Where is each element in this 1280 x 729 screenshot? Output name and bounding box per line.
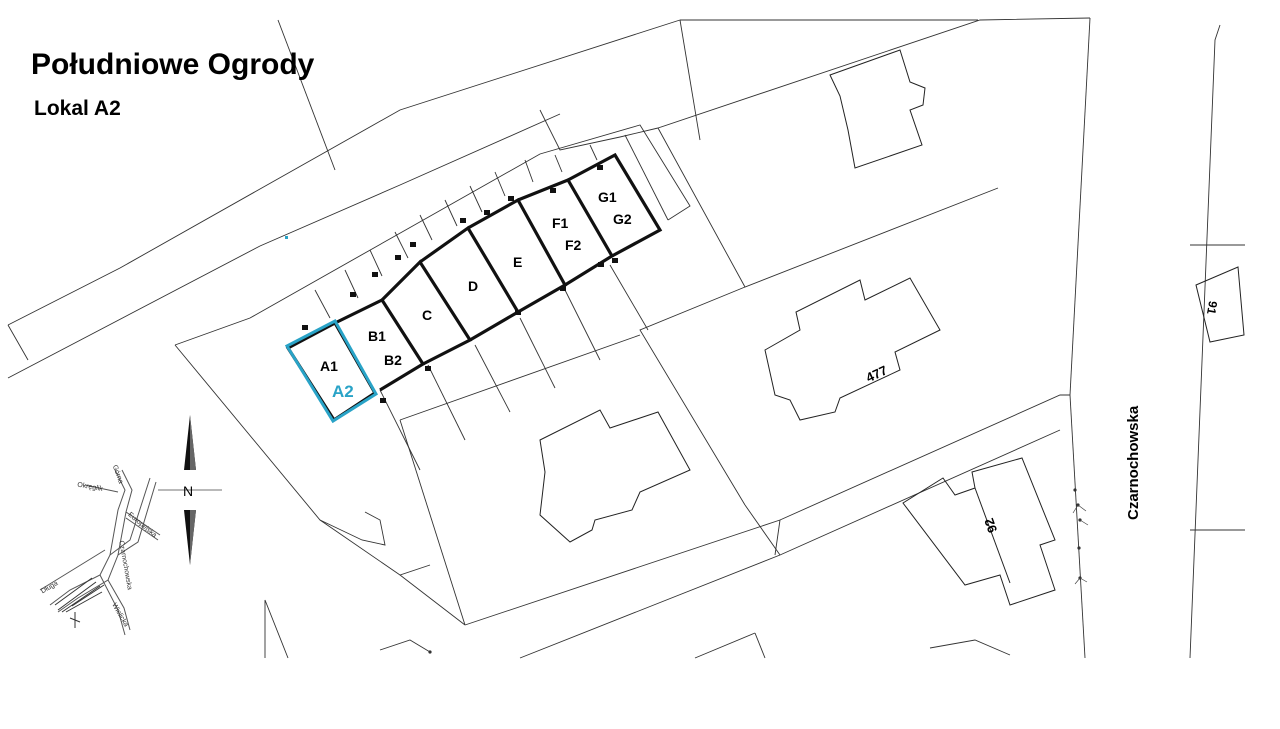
unit-label-e[interactable]: E: [513, 254, 522, 270]
unit-label-f1[interactable]: F1: [552, 215, 569, 231]
unit-label-f2[interactable]: F2: [565, 237, 582, 253]
building-91: [1195, 266, 1245, 343]
page-subtitle: Lokal A2: [34, 97, 121, 120]
unit-label-c[interactable]: C: [422, 307, 432, 323]
unit-label-a2[interactable]: A2: [332, 382, 354, 401]
fence-branches: [1072, 504, 1089, 585]
unit-labels: A1 A2 B1 B2 C D E F1 F2 G1 G2: [320, 189, 632, 401]
locator-hatch: [54, 577, 105, 613]
blue-marker: [285, 236, 288, 239]
street-label-czarnochowska: Czarnochowska: [117, 540, 133, 590]
unit-label-a1[interactable]: A1: [320, 358, 338, 374]
unit-a2-highlight[interactable]: [284, 318, 379, 424]
building-number-92: 92: [981, 516, 1000, 535]
unit-label-b1[interactable]: B1: [368, 328, 386, 344]
wall-notches: [302, 165, 618, 403]
street-label-wielicka: Wielicka: [110, 602, 129, 628]
unit-label-d[interactable]: D: [468, 278, 478, 294]
unit-label-g2[interactable]: G2: [613, 211, 632, 227]
building-92: [902, 457, 1056, 606]
building-number-477: 477: [864, 362, 890, 385]
locator-inset: N Górna Okręglik Europejska Czarnochowsk…: [39, 415, 222, 636]
street-label-okreglik: Okręglik: [77, 482, 104, 493]
parcel-lines: [7, 17, 1245, 659]
fence-posts: [428, 488, 1082, 654]
street-label-dluga: Długa: [40, 580, 59, 595]
neighbour-buildings: [539, 49, 1245, 606]
locator-arrow-icon: [69, 612, 81, 628]
street-label-gorna: Górna: [111, 464, 124, 485]
compass-icon: N: [158, 415, 222, 565]
unit-label-b2[interactable]: B2: [384, 352, 402, 368]
building-top-right: [829, 49, 926, 169]
building-477: [764, 277, 941, 421]
street-name-czarnochowska: Czarnochowska: [1125, 405, 1142, 520]
building-middle: [539, 409, 691, 543]
unit-label-g1[interactable]: G1: [598, 189, 617, 205]
locator-streets: [39, 469, 161, 636]
page-title: Południowe Ogrody: [31, 48, 315, 81]
building-number-91: 91: [1204, 300, 1220, 316]
compass-north-label: N: [183, 483, 193, 499]
